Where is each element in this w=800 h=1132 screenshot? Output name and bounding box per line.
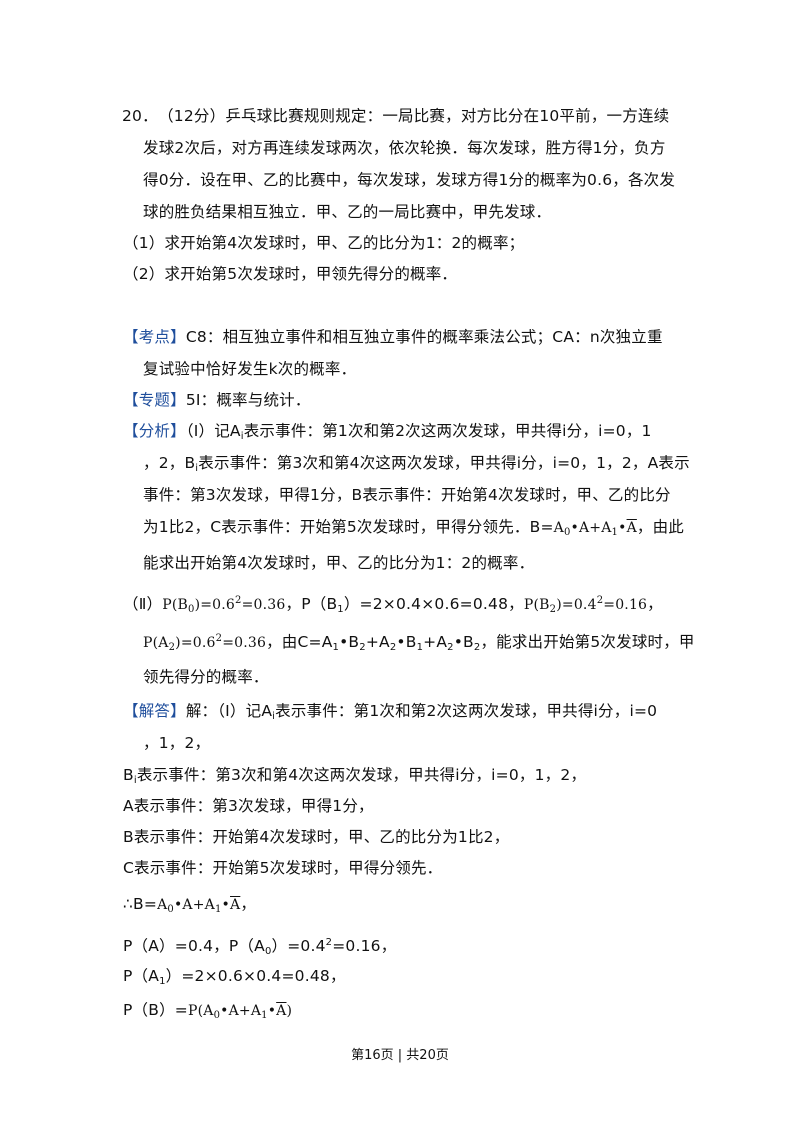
- kaodian-tag: 【考点】: [123, 328, 186, 346]
- jieda-line-1: 【解答】解：（Ⅰ）记Ai表示事件：第1次和第2次这两次发球，甲共得i分，i=0: [123, 702, 658, 722]
- fenxi-tag: 【分析】: [123, 422, 186, 440]
- problem-line-4: 球的胜负结果相互独立．甲、乙的一局比赛中，甲先发球．: [143, 203, 552, 221]
- jieda-line-3: Bi表示事件：第3次和第4次这两次发球，甲共得i分，i=0，1，2，: [123, 766, 587, 786]
- fenxi-line-5: 能求出开始第4次发球时，甲、乙的比分为1：2的概率．: [143, 554, 535, 572]
- jieda-line-2: ，1，2，: [143, 734, 211, 752]
- jieda-line-9: P（A1）=2×0.6×0.4=0.48，: [123, 967, 346, 987]
- fenxi-line-3: 事件：第3次发球，甲得1分，B表示事件：开始第4次发球时，甲、乙的比分: [143, 486, 671, 504]
- jieda-line-7: ∴B=A0•A+A1•A，: [123, 895, 257, 915]
- problem-line-2: 发球2次后，对方再连续发球两次，依次轮换．每次发球，胜方得1分，负方: [143, 139, 666, 157]
- formula-b-expansion-2: A0•A+A1•A: [157, 897, 241, 915]
- jieda-line-6: C表示事件：开始第5次发球时，甲得分领先．: [123, 859, 443, 877]
- fenxi-line-1: 【分析】（Ⅰ）记Ai表示事件：第1次和第2次这两次发球，甲共得i分，i=0，1: [123, 422, 652, 442]
- fenxi-line-8: 领先得分的概率．: [143, 668, 269, 686]
- question-1: （1）求开始第4次发球时，甲、乙的比分为1：2的概率；: [123, 234, 525, 252]
- fenxi-line-2: ，2，Bi表示事件：第3次和第4次这两次发球，甲共得i分，i=0，1，2，A表示: [143, 454, 690, 474]
- page-footer: 第16页 | 共20页: [351, 1048, 449, 1063]
- fenxi-line-6: （Ⅱ）P(B0)=0.62=0.36，P（B1）=2×0.4×0.6=0.48，…: [123, 595, 663, 615]
- jieda-line-8: P（A）=0.4，P（A0）=0.42=0.16，: [123, 937, 397, 957]
- formula-b-expansion: A0•A+A1•A: [553, 520, 637, 538]
- formula-pb: P(A0•A+A1•A): [187, 1003, 293, 1021]
- kaodian-line-2: 复试验中恰好发生k次的概率．: [143, 360, 357, 378]
- fenxi-line-4: 为1比2，C表示事件：开始第5次发球时，甲得分领先．B=A0•A+A1•A，由此: [143, 518, 684, 538]
- problem-line-3: 得0分．设在甲、乙的比赛中，每次发球，发球方得1分的概率为0.6，各次发: [143, 171, 676, 189]
- fenxi-line-7: P(A2)=0.62=0.36，由C=A1•B2+A2•B1+A2•B2，能求出…: [143, 633, 695, 653]
- zhuanti-tag: 【专题】: [123, 391, 186, 409]
- question-2: （2）求开始第5次发球时，甲领先得分的概率．: [123, 265, 458, 283]
- formula-pa2: P(A2)=0.62=0.36: [143, 633, 267, 653]
- jieda-line-4: A表示事件：第3次发球，甲得1分，: [123, 797, 374, 815]
- problem-points: （12分）: [165, 107, 226, 125]
- jieda-tag: 【解答】: [123, 702, 186, 720]
- zhuanti-line: 【专题】5I：概率与统计．: [123, 391, 311, 409]
- kaodian-line-1: 【考点】C8：相互独立事件和相互独立事件的概率乘法公式；CA：n次独立重: [123, 328, 663, 346]
- problem-number: 20．: [122, 107, 158, 125]
- formula-pb0: P(B0)=0.62=0.36: [162, 595, 286, 615]
- jieda-line-5: B表示事件：开始第4次发球时，甲、乙的比分为1比2，: [123, 828, 510, 846]
- problem-line-1: 20．（12分）乒乓球比赛规则规定：一局比赛，对方比分在10平前，一方连续: [122, 107, 670, 125]
- formula-pb2: P(B2)=0.42=0.16: [523, 595, 648, 615]
- jieda-line-10: P（B）=P(A0•A+A1•A): [123, 1001, 293, 1021]
